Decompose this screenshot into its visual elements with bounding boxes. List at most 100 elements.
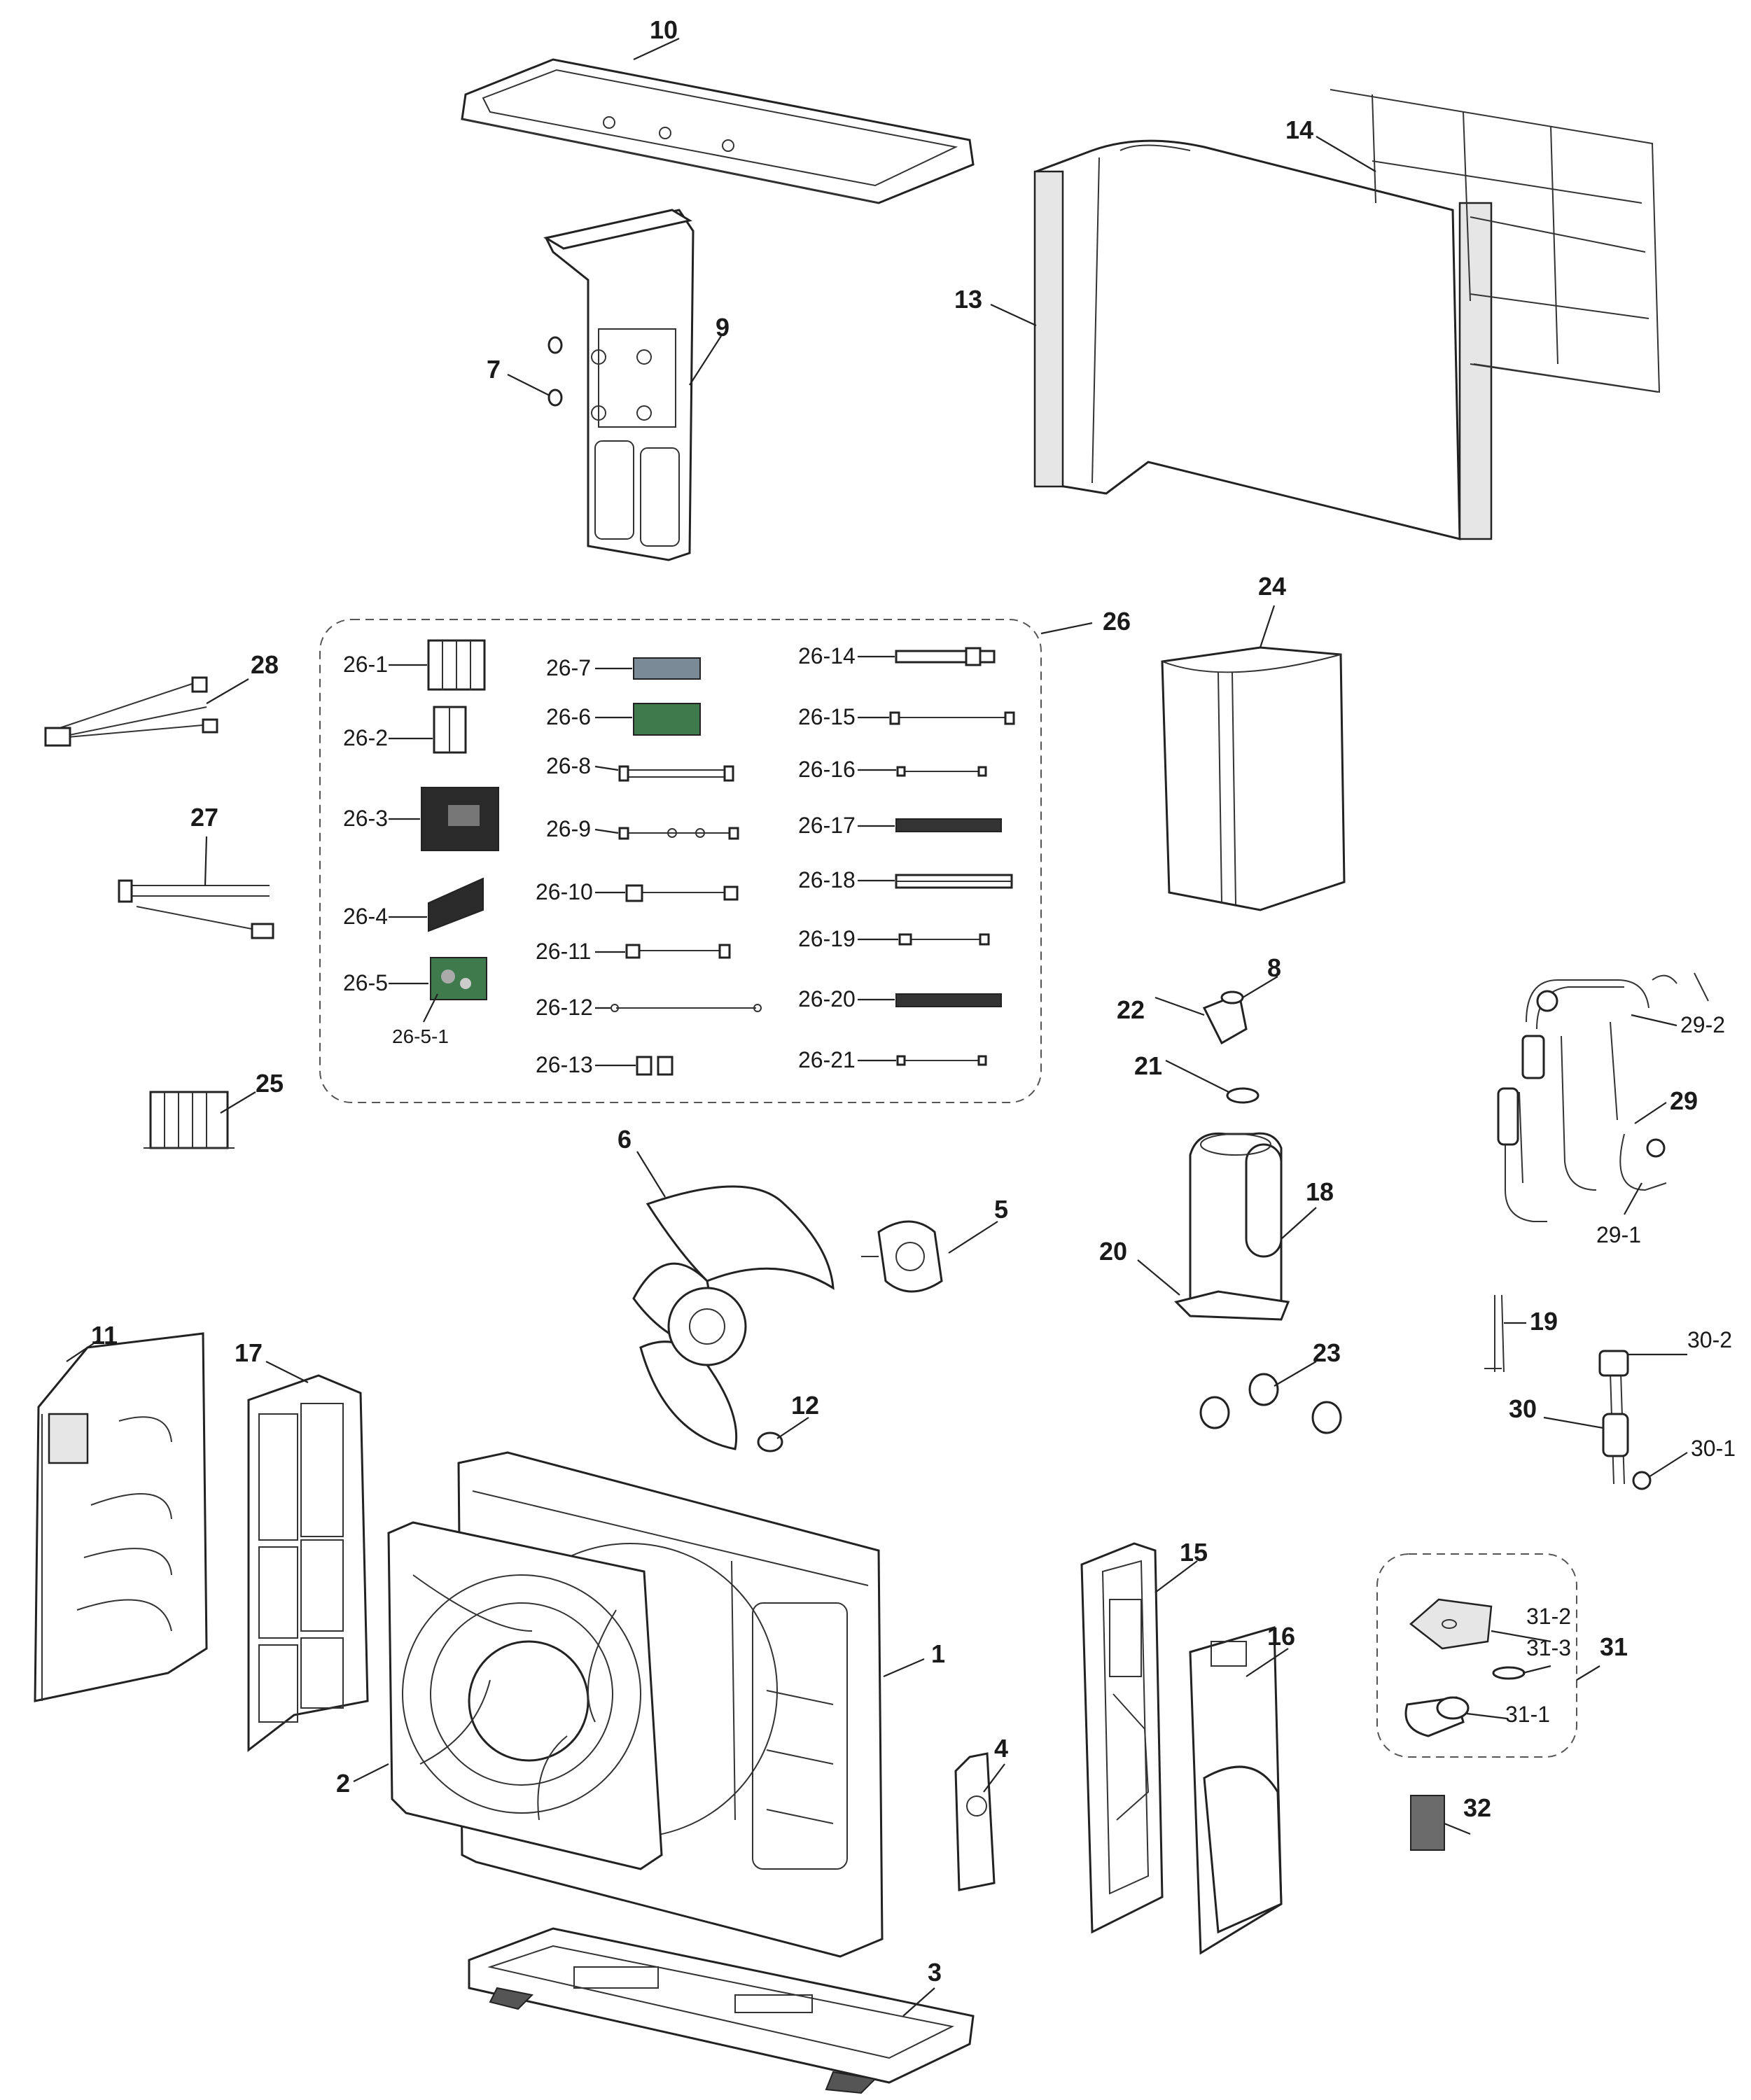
side-panel-11 <box>34 1332 208 1702</box>
label-14: 14 <box>1285 115 1313 144</box>
label-6: 6 <box>618 1125 632 1154</box>
harness-26-18 <box>858 874 1013 889</box>
label-26-8: 26-8 <box>546 753 591 778</box>
label-17: 17 <box>235 1338 263 1367</box>
bracket-4 <box>954 1752 1005 1891</box>
control-board-4 <box>389 877 484 932</box>
wire-harness-27 <box>118 836 274 939</box>
label-26-12: 26-12 <box>536 995 593 1020</box>
label-26-10: 26-10 <box>536 879 593 904</box>
label-18: 18 <box>1306 1177 1334 1206</box>
label-28: 28 <box>251 650 279 679</box>
label-12: 12 <box>791 1391 819 1420</box>
label-26-5-1: 26-5-1 <box>392 1026 449 1047</box>
label-31-2: 31-2 <box>1526 1604 1571 1629</box>
top-cover <box>461 38 975 204</box>
label-31: 31 <box>1600 1632 1628 1661</box>
label-19: 19 <box>1530 1307 1558 1336</box>
label-26-13: 26-13 <box>536 1052 593 1077</box>
harness-26-8 <box>594 765 734 782</box>
label-4: 4 <box>994 1734 1008 1763</box>
fan-motor <box>861 1220 998 1293</box>
label-26-20: 26-20 <box>798 986 856 1011</box>
nameplate-32 <box>1410 1795 1471 1851</box>
harness-26-15 <box>858 711 1015 725</box>
label-26-21: 26-21 <box>798 1047 856 1072</box>
harness-26-16 <box>858 766 987 777</box>
condenser-coil <box>990 139 1493 540</box>
label-29-2: 29-2 <box>1680 1012 1725 1037</box>
label-13: 13 <box>954 285 982 314</box>
base-pan <box>468 1927 975 2094</box>
partition-bracket <box>543 209 695 561</box>
label-30-2: 30-2 <box>1687 1327 1732 1352</box>
label-30: 30 <box>1509 1394 1537 1423</box>
label-20: 20 <box>1099 1237 1127 1266</box>
side-panel-15 <box>1080 1542 1198 1934</box>
label-26-6: 26-6 <box>546 704 591 729</box>
harness-26-20 <box>858 993 1002 1007</box>
compressor <box>1137 1132 1317 1321</box>
label-32: 32 <box>1463 1793 1491 1822</box>
label-24: 24 <box>1258 572 1286 601</box>
label-23: 23 <box>1313 1338 1341 1367</box>
wire-harness-28 <box>44 676 249 747</box>
label-26-5: 26-5 <box>343 970 388 995</box>
label-10: 10 <box>650 15 678 44</box>
label-26-9: 26-9 <box>546 816 591 841</box>
terminal-cover <box>1154 976 1278 1104</box>
terminal-block-2 <box>389 706 467 754</box>
label-26-14: 26-14 <box>798 643 856 668</box>
control-board-5 <box>389 957 487 1023</box>
label-29-1: 29-1 <box>1596 1222 1641 1247</box>
screws <box>507 336 563 407</box>
harness-26-17 <box>858 818 1002 832</box>
label-26-16: 26-16 <box>798 757 856 782</box>
label-29: 29 <box>1670 1086 1698 1115</box>
harness-26-10 <box>595 884 739 902</box>
wire-guard <box>1316 89 1661 393</box>
label-7: 7 <box>487 355 501 384</box>
label-26-1: 26-1 <box>343 652 388 677</box>
harness-26-19 <box>858 933 990 946</box>
label-1: 1 <box>931 1639 945 1668</box>
control-parts-group <box>319 619 1093 1103</box>
label-26-11: 26-11 <box>536 939 591 964</box>
label-31-3: 31-3 <box>1526 1635 1571 1660</box>
valve-cover-16 <box>1189 1626 1289 1955</box>
label-26-18: 26-18 <box>798 867 856 892</box>
label-21: 21 <box>1134 1051 1162 1080</box>
wire-26-12 <box>595 1004 762 1012</box>
board-26-6 <box>595 703 701 736</box>
harness-26-11 <box>595 944 731 959</box>
label-31-1: 31-1 <box>1505 1702 1550 1727</box>
label-26-2: 26-2 <box>343 725 388 750</box>
reactor-25 <box>144 1091 256 1149</box>
label-15: 15 <box>1180 1538 1208 1567</box>
front-grille <box>353 1521 663 1870</box>
label-30-1: 30-1 <box>1691 1436 1736 1461</box>
harness-26-9 <box>594 827 739 840</box>
label-26-7: 26-7 <box>546 655 591 680</box>
rear-grille-17 <box>247 1361 369 1753</box>
fan-blade <box>632 1151 835 1450</box>
label-25: 25 <box>256 1069 284 1098</box>
drain-parts-group <box>1376 1553 1600 1758</box>
label-9: 9 <box>716 313 730 342</box>
label-16: 16 <box>1267 1622 1295 1651</box>
label-26-19: 26-19 <box>798 926 856 951</box>
label-26-15: 26-15 <box>798 704 856 729</box>
label-2: 2 <box>336 1769 350 1798</box>
sensor-holder <box>1484 1294 1526 1373</box>
terminal-block-1 <box>389 639 486 691</box>
compressor-jacket <box>1161 605 1346 911</box>
label-26-17: 26-17 <box>798 813 856 838</box>
part-26-13 <box>595 1056 674 1076</box>
harness-26-14 <box>858 647 996 666</box>
valve-assembly <box>1543 1350 1688 1490</box>
label-3: 3 <box>928 1958 942 1987</box>
fan-nut <box>757 1417 809 1452</box>
label-8: 8 <box>1267 953 1281 982</box>
rubber-grommets <box>1199 1361 1342 1434</box>
